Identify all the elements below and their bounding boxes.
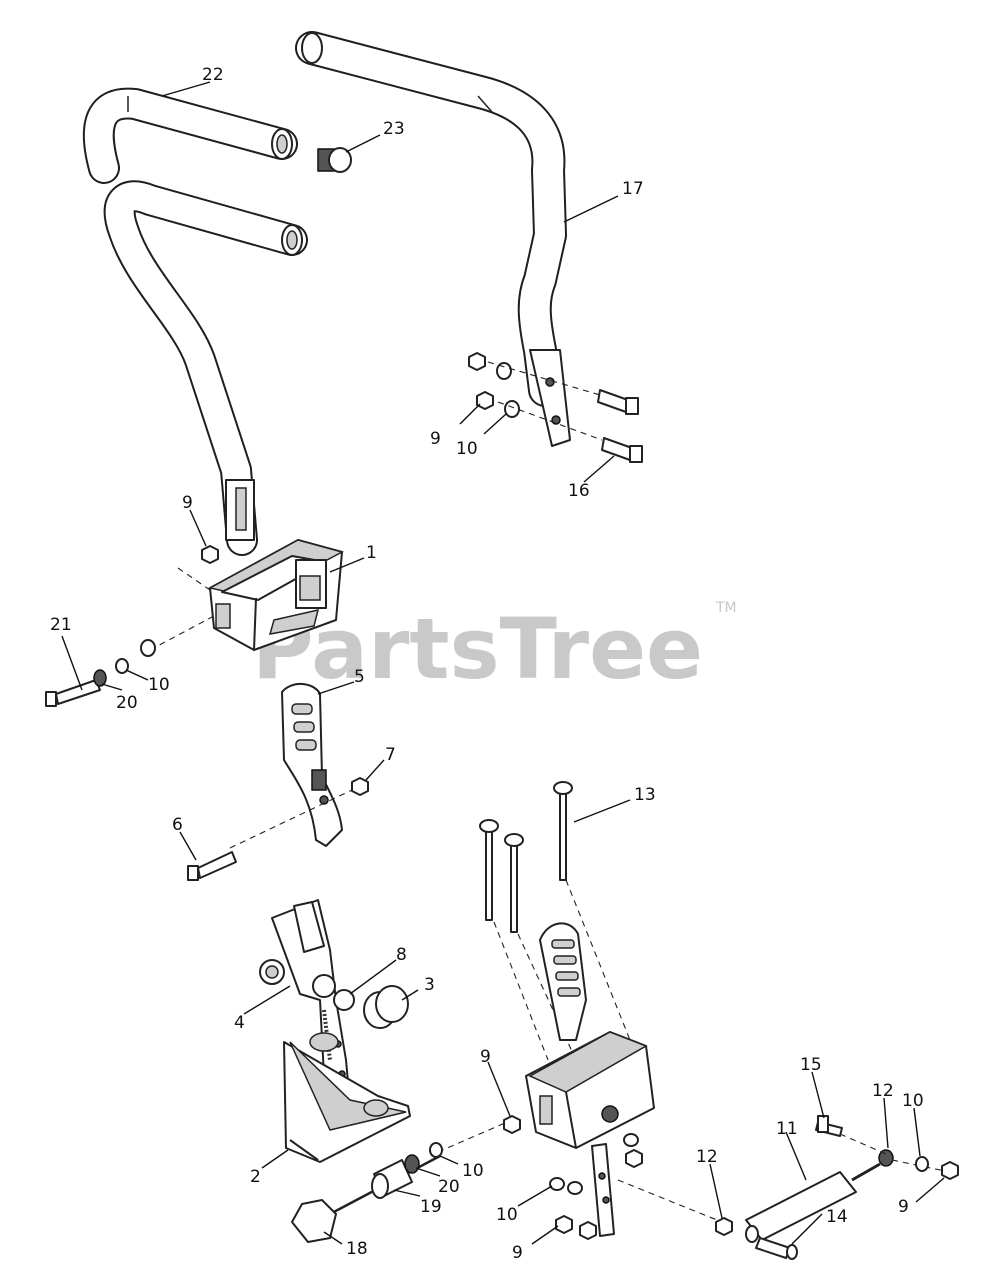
callout-9-lower: 9	[480, 1047, 491, 1067]
callout-7: 7	[385, 745, 396, 765]
callout-11: 11	[776, 1119, 798, 1139]
callout-labels: 22 23 17 1 9 9 10 16 21 20 10 5 7 6 13 8…	[50, 65, 924, 1263]
callout-2: 2	[250, 1167, 261, 1187]
callout-19: 19	[420, 1197, 442, 1217]
callout-3: 3	[424, 975, 435, 995]
part-9-nut-mount	[201, 545, 219, 564]
part-1-handle-mount	[177, 539, 345, 651]
callout-4: 4	[234, 1013, 245, 1033]
part-6-7-pivot-bolt	[187, 777, 369, 881]
callout-10-knob: 10	[462, 1161, 484, 1181]
part-17-left-handle-arm	[103, 180, 308, 556]
callout-10-lower: 10	[496, 1205, 518, 1225]
callout-6: 6	[172, 815, 183, 835]
part-3-bushing	[363, 985, 409, 1029]
callout-9-bottom: 9	[512, 1243, 523, 1263]
callout-15: 15	[800, 1055, 822, 1075]
callout-10-upper: 10	[456, 439, 478, 459]
callout-5: 5	[354, 667, 365, 687]
callout-13: 13	[634, 785, 656, 805]
lower-lever-assembly	[525, 922, 655, 1237]
callout-18: 18	[346, 1239, 368, 1259]
handle-mount-hardware-upper	[468, 352, 643, 463]
part-23-plug	[317, 147, 352, 173]
callout-20-knob: 20	[438, 1177, 460, 1197]
part-2-base	[283, 1032, 411, 1163]
callout-22: 22	[202, 65, 224, 85]
left-bolt-set-21-20-10	[45, 615, 215, 707]
part-13-carriage-bolts	[479, 781, 631, 1061]
callout-1: 1	[366, 543, 377, 563]
callout-9-upper: 9	[430, 429, 441, 449]
callout-9-mount: 9	[182, 493, 193, 513]
callout-16: 16	[568, 481, 590, 501]
callout-10-left: 10	[148, 675, 170, 695]
callout-20-left: 20	[116, 693, 138, 713]
callout-17: 17	[622, 179, 644, 199]
callout-9-right: 9	[898, 1197, 909, 1217]
callout-leaders	[61, 81, 945, 1245]
knob-assembly-18-19-20	[291, 1119, 513, 1243]
callout-10-right: 10	[902, 1091, 924, 1111]
callout-23: 23	[383, 119, 405, 139]
callout-14: 14	[826, 1207, 848, 1227]
callout-8: 8	[396, 945, 407, 965]
callout-12-right: 12	[872, 1081, 894, 1101]
part-5-lever	[281, 683, 343, 847]
callout-21: 21	[50, 615, 72, 635]
callout-12-left: 12	[696, 1147, 718, 1167]
lower-hardware	[503, 1115, 643, 1240]
watermark-trademark: TM	[715, 600, 737, 616]
part-17-right-handle	[295, 31, 571, 447]
part-22-handle-grip	[82, 87, 298, 184]
